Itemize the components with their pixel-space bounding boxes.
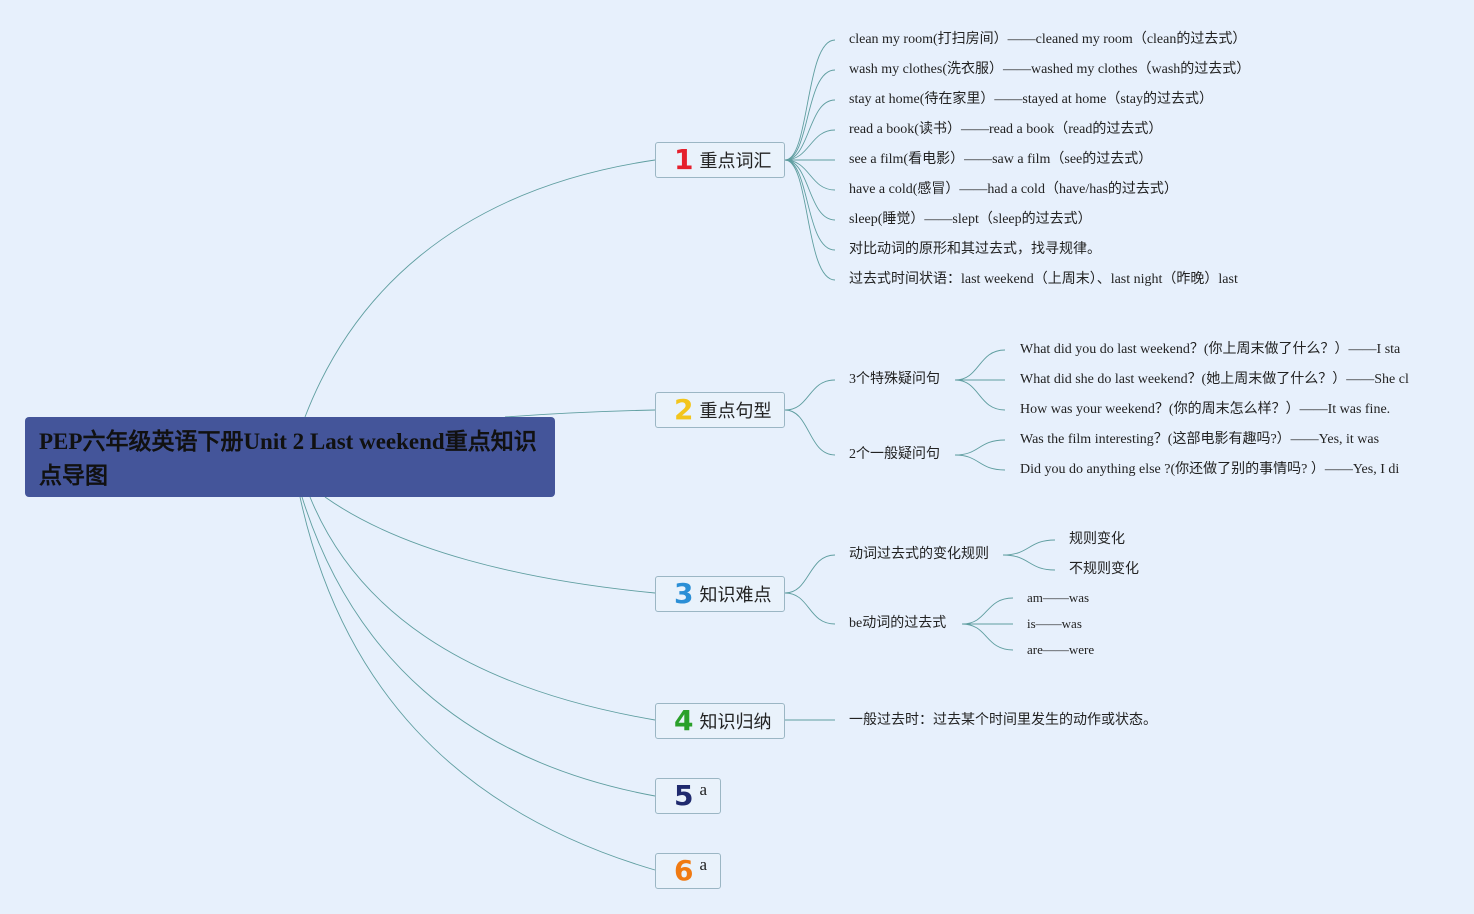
wh-question-topic[interactable]: 3个特殊疑问句 [849, 372, 940, 387]
be-verb-topic[interactable]: be动词的过去式 [849, 616, 947, 631]
number-3-icon: 3 [674, 577, 694, 610]
branch-label: a [699, 855, 708, 874]
rule-item[interactable]: 规则变化 [1069, 532, 1125, 547]
root-title: PEP六年级英语下册Unit 2 Last weekend重点知识点导图 [39, 429, 537, 488]
number-1-icon: 1 [674, 143, 694, 176]
number-6-icon: 6 [674, 854, 694, 887]
vocab-item[interactable]: 过去式时间状语：last weekend（上周末）、last night（昨晚）… [849, 272, 1238, 287]
link-root-b6 [299, 496, 656, 871]
branch-sentences[interactable]: 2 重点句型 [655, 392, 785, 428]
rule-item[interactable]: 不规则变化 [1069, 562, 1139, 577]
branch-vocabulary[interactable]: 1 重点词汇 [655, 142, 785, 178]
vocab-item[interactable]: wash my clothes(洗衣服）——washed my clothes（… [849, 62, 1251, 77]
branch-label: 重点词汇 [699, 151, 772, 172]
vocab-item[interactable]: 对比动词的原形和其过去式，找寻规律。 [849, 242, 1101, 257]
sentence-item[interactable]: Was the film interesting？(这部电影有趣吗?）——Yes… [1020, 432, 1380, 447]
branch-6[interactable]: 6 a [655, 853, 721, 889]
branch-difficulties[interactable]: 3 知识难点 [655, 576, 785, 612]
number-4-icon: 4 [674, 704, 694, 737]
vocab-item[interactable]: read a book(读书）——read a book（read的过去式） [849, 122, 1163, 137]
vocab-item[interactable]: sleep(睡觉）——slept（sleep的过去式） [849, 212, 1092, 227]
sentence-item[interactable]: Did you do anything else ?(你还做了别的事情吗? ）—… [1020, 462, 1400, 477]
vocab-item[interactable]: clean my room(打扫房间）——cleaned my room（cle… [849, 32, 1247, 47]
sentence-item[interactable]: How was your weekend？(你的周末怎么样？）——It was … [1020, 402, 1391, 417]
root-topic[interactable]: PEP六年级英语下册Unit 2 Last weekend重点知识点导图 [25, 417, 555, 497]
be-item[interactable]: is——was [1027, 616, 1082, 631]
yes-no-question-topic[interactable]: 2个一般疑问句 [849, 447, 940, 462]
branch-label: 重点句型 [699, 401, 772, 422]
branch-5[interactable]: 5 a [655, 778, 721, 814]
link-root-b1 [304, 159, 656, 418]
vocab-item[interactable]: have a cold(感冒）——had a cold（have/has的过去式… [849, 182, 1178, 197]
branch-label: a [699, 780, 708, 799]
number-5-icon: 5 [674, 779, 694, 812]
be-item[interactable]: are——were [1027, 642, 1095, 657]
sentence-item[interactable]: What did she do last weekend？(她上周末做了什么？）… [1020, 372, 1409, 387]
link-root-b5 [301, 496, 656, 797]
branch-summary[interactable]: 4 知识归纳 [655, 703, 785, 739]
branch-label: 知识难点 [699, 585, 772, 606]
branch-label: 知识归纳 [699, 712, 772, 733]
vocab-item[interactable]: see a film(看电影）——saw a film（see的过去式） [849, 152, 1153, 167]
link-root-b2 [504, 409, 656, 418]
verb-rule-topic[interactable]: 动词过去式的变化规则 [849, 547, 989, 562]
vocab-item[interactable]: stay at home(待在家里）——stayed at home（stay的… [849, 92, 1213, 107]
sentence-item[interactable]: What did you do last weekend？(你上周末做了什么？）… [1020, 342, 1401, 357]
summary-item[interactable]: 一般过去时：过去某个时间里发生的动作或状态。 [849, 713, 1157, 728]
be-item[interactable]: am——was [1027, 590, 1090, 605]
number-2-icon: 2 [674, 393, 694, 426]
link-root-b4 [309, 496, 656, 721]
link-root-b3 [324, 496, 656, 594]
